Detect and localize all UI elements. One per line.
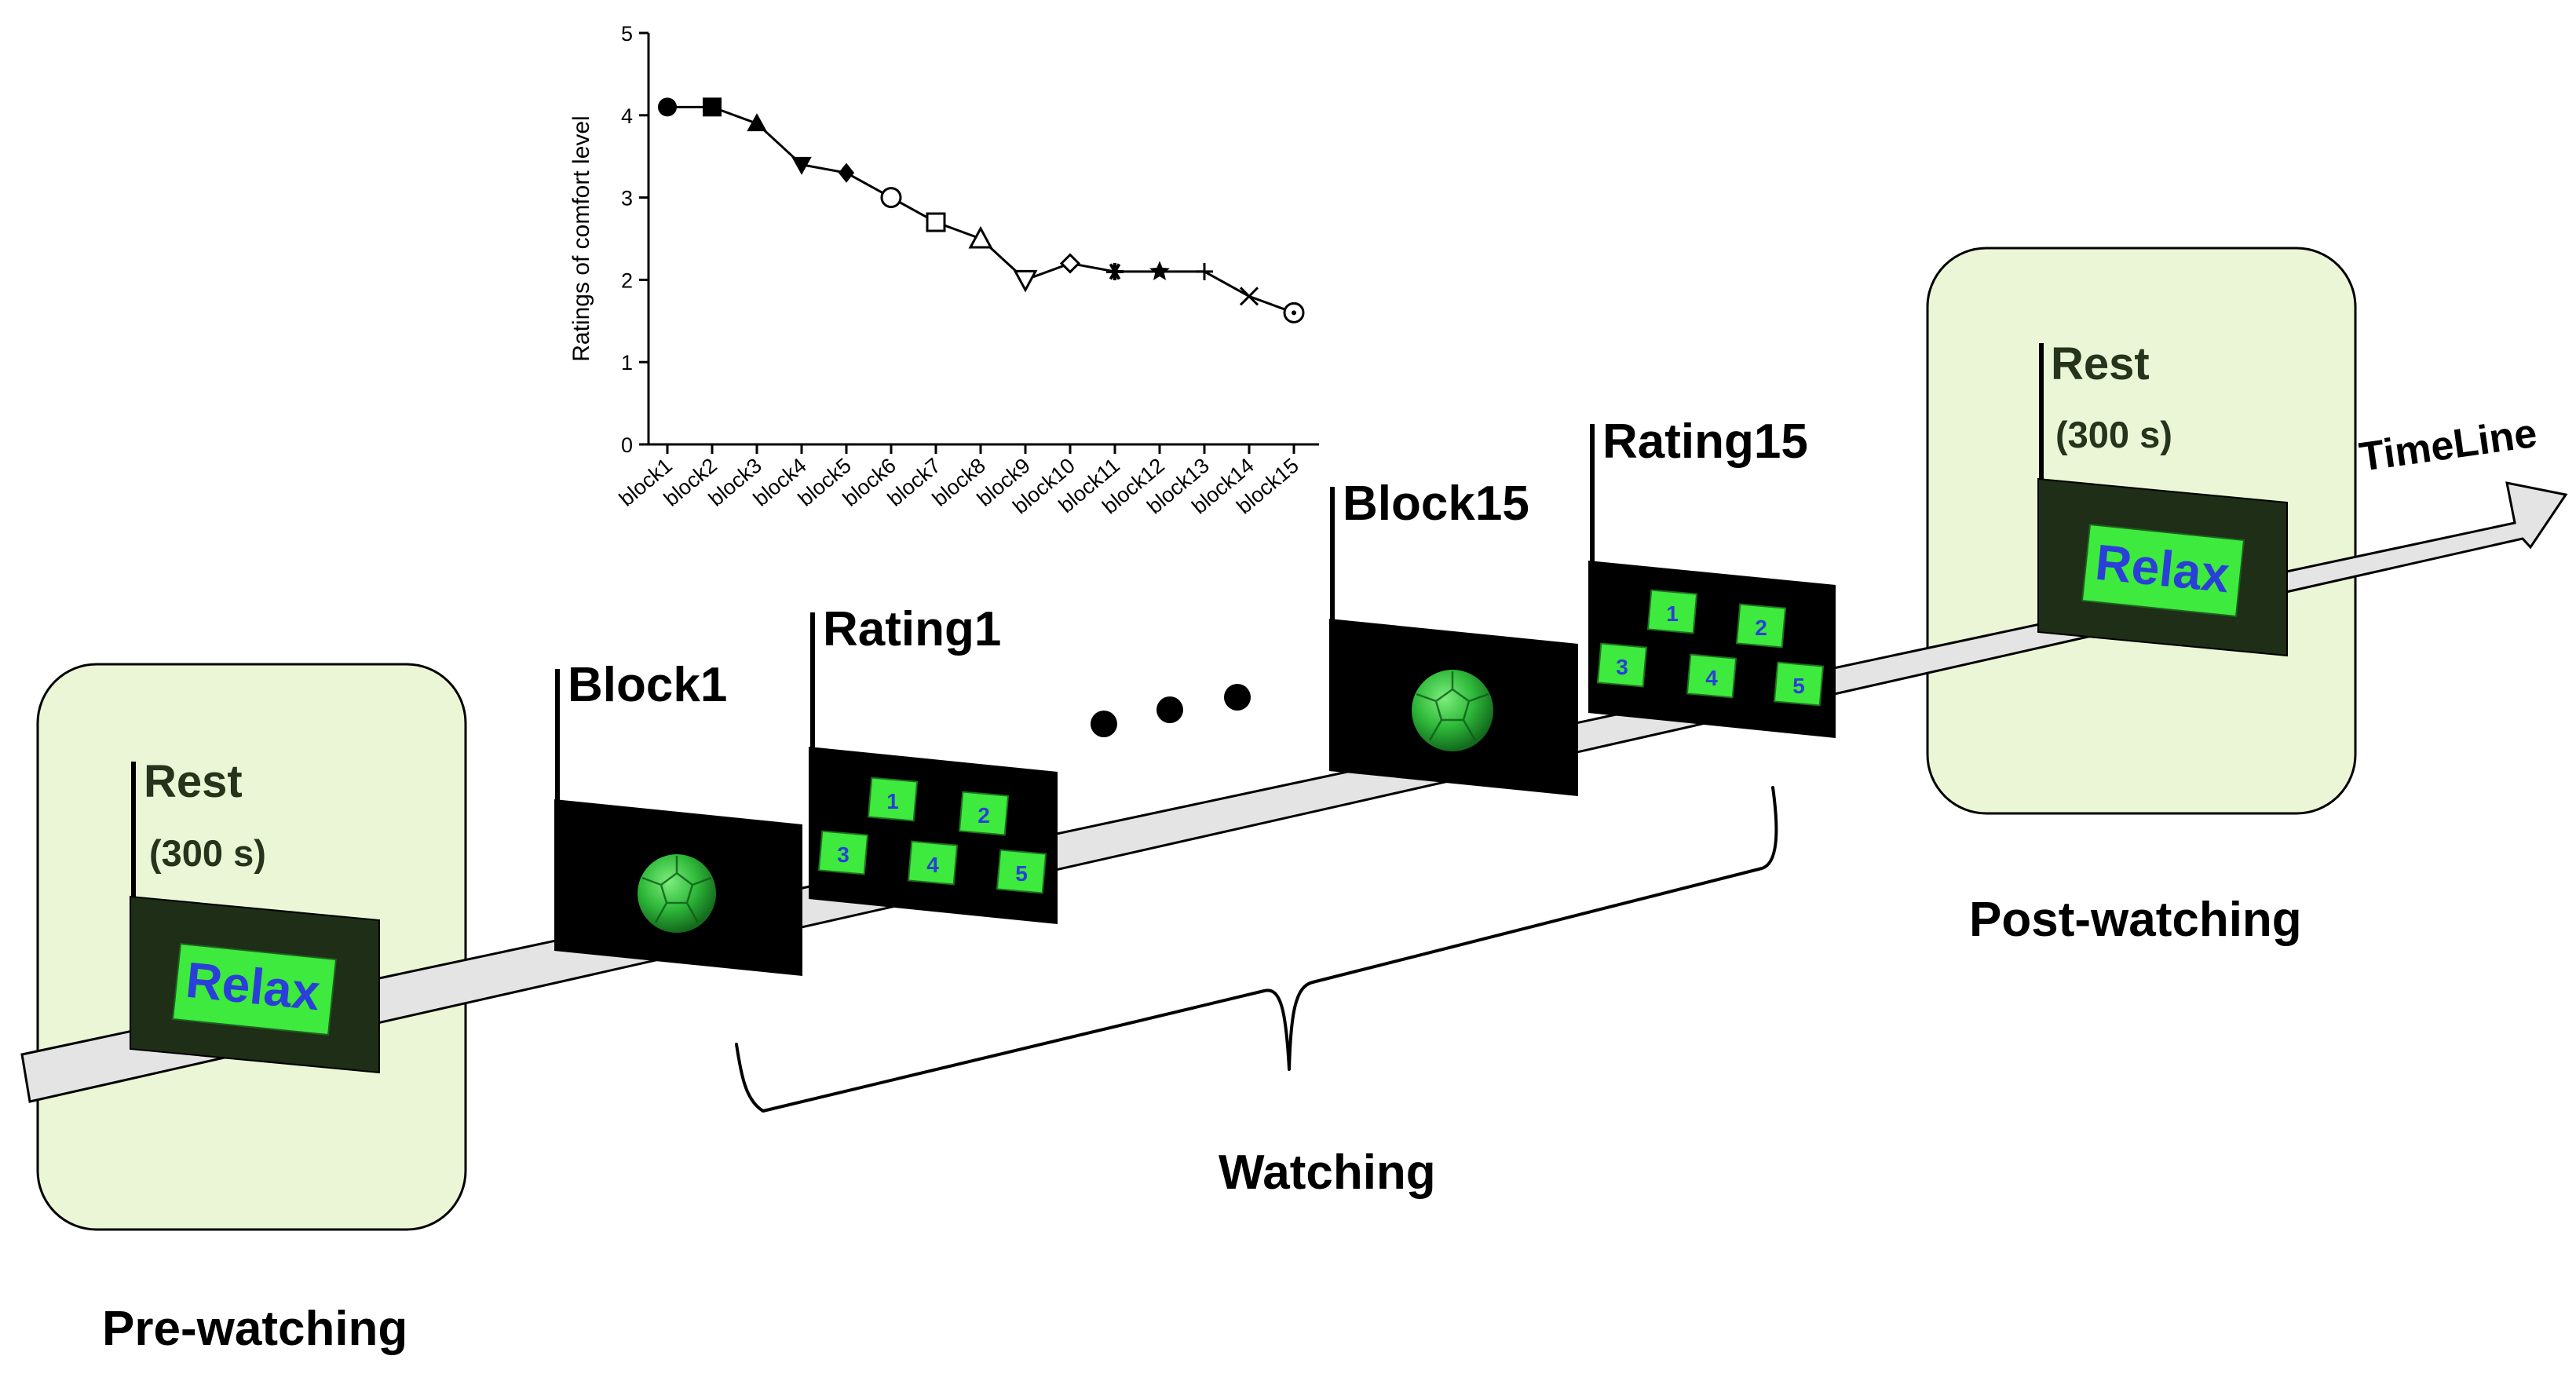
post-watching-label: Post-watching (1969, 893, 2302, 947)
data-point-block15 (1283, 301, 1305, 323)
block15-ball (1412, 670, 1493, 751)
post-rest-duration: (300 s) (2055, 414, 2172, 455)
pre-rest-title: Rest (144, 756, 243, 807)
rating15-button-2: 2 (1735, 603, 1787, 649)
pre-relax-text: Relax (184, 952, 323, 1021)
rating1-button-2: 2 (958, 791, 1010, 836)
ellipsis-dot-3 (1224, 684, 1251, 711)
svg-text:4: 4 (1705, 666, 1718, 690)
y-tick-label: 0 (621, 433, 633, 457)
data-point-block4 (791, 156, 812, 175)
block1-label: Block1 (568, 658, 727, 712)
block15-label: Block15 (1343, 477, 1529, 531)
x-ticks: block1block2block3block4block5block6bloc… (615, 444, 1303, 518)
data-point-block13 (1196, 262, 1213, 280)
svg-text:3: 3 (837, 842, 850, 867)
pre-relax-panel (171, 942, 338, 1036)
data-point-block12 (1149, 261, 1170, 280)
data-point-block2 (703, 97, 722, 117)
data-point-block14 (1239, 287, 1259, 306)
series-line (667, 105, 1295, 314)
y-tick-label: 2 (621, 269, 633, 292)
data-point-block5 (838, 163, 855, 183)
data-point-block6 (880, 187, 902, 209)
svg-text:1: 1 (886, 789, 899, 813)
data-point-block1 (658, 97, 677, 117)
rating15-button-3: 3 (1596, 642, 1648, 688)
watching-label: Watching (1219, 1146, 1436, 1200)
series-markers (658, 97, 1305, 323)
block1-ball (638, 854, 716, 933)
data-point-block3 (747, 113, 767, 132)
ellipsis-dot-1 (1091, 711, 1117, 737)
svg-text:2: 2 (977, 803, 990, 828)
y-ticks: 0 1 2 3 4 5 (621, 22, 649, 457)
comfort-rating-chart: Ratings of comfort level 0 1 2 3 4 5 block1bl… (568, 22, 1319, 518)
ellipsis-dot-2 (1156, 696, 1183, 723)
rating15-button-1: 1 (1646, 589, 1698, 634)
y-tick-label: 5 (621, 22, 633, 46)
svg-text:2: 2 (1755, 616, 1767, 640)
watching-brace (735, 786, 1778, 1113)
rating15-label: Rating15 (1602, 415, 1808, 469)
rating1-button-5: 5 (996, 849, 1047, 894)
data-point-block9 (1013, 269, 1038, 293)
y-tick-label: 1 (621, 351, 633, 375)
svg-text:3: 3 (1616, 655, 1628, 679)
rating1-button-3: 3 (817, 830, 869, 875)
data-point-block10 (1059, 253, 1081, 274)
rating1-label: Rating1 (823, 602, 1001, 656)
post-rest-title: Rest (2051, 338, 2150, 389)
data-point-block8 (968, 225, 993, 249)
post-relax-panel (2081, 523, 2245, 618)
svg-text:4: 4 (926, 853, 939, 877)
y-tick-label: 3 (621, 187, 633, 210)
svg-text:5: 5 (1015, 861, 1028, 886)
y-axis-label: Ratings of comfort level (568, 115, 594, 361)
pre-watching-label: Pre-watching (102, 1302, 407, 1356)
rating1-button-1: 1 (867, 777, 919, 822)
post-relax-text: Relax (2093, 534, 2232, 604)
data-point-block11 (1106, 262, 1124, 280)
rating15-button-5: 5 (1773, 661, 1825, 707)
svg-text:1: 1 (1666, 601, 1679, 626)
svg-text:5: 5 (1792, 674, 1805, 698)
rating1-button-4: 4 (907, 840, 959, 886)
y-tick-label: 4 (621, 104, 633, 128)
rating15-button-4: 4 (1686, 653, 1737, 699)
data-point-block7 (926, 212, 946, 232)
timeline-label: TimeLine (2357, 411, 2540, 481)
pre-rest-duration: (300 s) (149, 832, 266, 874)
